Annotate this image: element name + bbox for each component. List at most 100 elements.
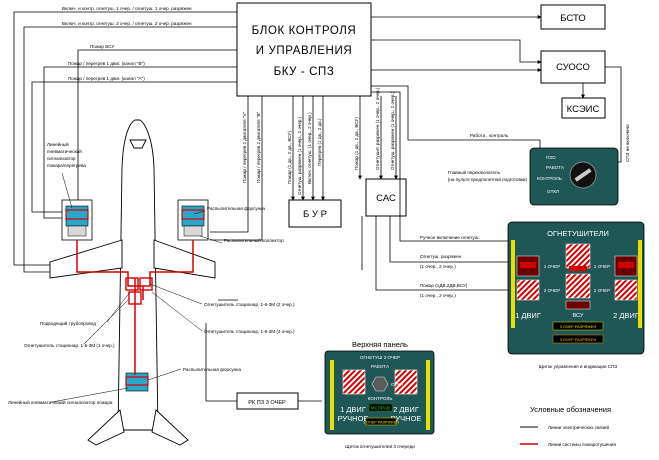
vlabel-bur-1: Пожар (1 дв., 2 дв., ВСУ) <box>287 131 292 184</box>
extinguish-pipelines <box>76 240 194 375</box>
box-suoso: СУОСО <box>540 50 606 84</box>
ext-2m-label: Огнетушитель стационар, 1-6-2М (3 очер.) <box>204 329 295 334</box>
rk-box: РК ПЗ 3 ОЧЕР <box>236 392 299 410</box>
suoso-label: СУОСО <box>556 62 590 73</box>
box-bsto: БСТО <box>540 4 606 30</box>
signal-fire-2: (1 очер., 2 очер.) <box>420 293 456 298</box>
toggle-switch-icon[interactable] <box>371 376 389 392</box>
pipeline-label: Подводящий трубопровод <box>40 320 96 326</box>
detector-label-1: Линейный <box>47 141 69 147</box>
signal-3: Пожар ВСУ <box>90 44 114 49</box>
third-panel-right-1: 2 ДВИГ <box>393 405 419 414</box>
third-panel-green: ИСПРАВ <box>371 406 390 411</box>
signal-discharged-1: Огнетуш. разряжен <box>420 254 462 259</box>
third-panel-yellow: 3 ОЧЕР РАЗРЯЖЕН <box>363 421 399 425</box>
ext-2-stage2-button[interactable] <box>614 279 638 301</box>
nozzle-ring-label: Распылительная форсунка <box>207 206 265 211</box>
nozzle-collector-label: Распылительный коллектор <box>224 237 284 243</box>
right-signal-labels: Работа , контроль Ручное включение огнет… <box>420 133 509 298</box>
box-ksais: КСЭИС <box>561 97 606 119</box>
signal-5: Пожар / перегрев 1 двиг. (канал "А") <box>68 76 145 81</box>
leader-lines <box>51 172 223 403</box>
detector-tail-label: Линейный пневматический сигнализатор пож… <box>8 399 113 405</box>
left-signal-labels: Включ. и контр. огнетуш. 1 очер. / огнет… <box>62 6 192 81</box>
switch-off: ОТКЛ <box>547 189 559 194</box>
apu-tail <box>125 372 149 392</box>
control-unit-line3: БКУ - СПЗ <box>274 66 335 78</box>
rk-label: РК ПЗ 3 ОЧЕР <box>248 400 286 406</box>
ext-panel-q1-right: 1 ОЧЕР <box>594 264 611 269</box>
ext-panel-amber: 3 ОЧЕР РАЗРЯЖЕН <box>560 337 597 342</box>
vlabel-spz-off: СПЗ не включено <box>625 124 630 162</box>
bsto-label: БСТО <box>560 13 585 24</box>
aircraft-labels: Линейный пневматический сигнализатор пож… <box>8 141 295 405</box>
vertical-labels: Пожар / перегрев 2 двигателя "V" Пожар /… <box>242 87 630 195</box>
vlabel-engine2-b: Пожар / перегрев 2 двигателя "В" <box>256 111 261 183</box>
box-sas: САС <box>365 178 407 217</box>
ext-1-stage2-button[interactable] <box>516 279 540 301</box>
legend-title: Условные обозначения <box>530 405 611 414</box>
ext-panel-q1-left: 1 ОЧЕР <box>544 264 561 269</box>
detector-label-3: сигнализатор <box>47 156 76 161</box>
signal-fire-1: Пожар (1ДВ,2ДВ,ВСУ) <box>420 283 468 288</box>
legend-electric: Линии электрических связей <box>548 424 609 430</box>
detector-label-2: пневматический <box>47 148 82 154</box>
switch-work: РАБОТА <box>546 165 565 170</box>
legend-extinguish: Линии системы пожаротушения <box>548 442 616 447</box>
switch-caption-1: Главный переключатель <box>448 169 501 175</box>
left-manual-button[interactable] <box>342 369 366 395</box>
electrical-lines <box>13 11 622 402</box>
signal-discharged-2: (1 очер., 2 очер.) <box>420 264 456 269</box>
vlabel-sas-1: Пожар (1 дв., 2 дв., ВСУ) <box>354 117 359 170</box>
legend: Условные обозначения Линии электрических… <box>520 405 616 447</box>
sas-label: САС <box>376 193 396 204</box>
vsu-stage1-button[interactable] <box>565 243 591 269</box>
switch-spz: ПЗО <box>546 155 556 160</box>
switch-control: КОНТРОЛЬ <box>537 176 562 181</box>
third-panel-work: РАБОТА <box>371 364 390 369</box>
third-stage-panel: Верхняя панель ОГНЕТУШ 3 ОЧЕР РАБОТА ОТК… <box>324 340 435 449</box>
bur-label: Б У Р <box>303 209 327 220</box>
signal-work-control: Работа , контроль <box>470 133 509 138</box>
third-panel-right-2: РУЧНОЕ <box>391 414 422 423</box>
ext-panel-q2-right: 2 ОЧЕР <box>594 288 611 293</box>
vlabel-sas-2: Огнетушит. разряжен (1 очер., 2 очер.) <box>375 87 380 170</box>
third-panel-caption: Щиток огнетушителей 3 очереди <box>345 443 415 449</box>
switch-caption-2: (на пульте предполетной подготовки) <box>448 176 528 182</box>
ext-panel-left: 1 ДВИГ <box>515 311 541 320</box>
vsu-stage2-button[interactable] <box>565 273 591 299</box>
third-panel-control: КОНТРОЛЬ <box>368 396 393 401</box>
ext-panel-right: 2 ДВИГ <box>613 311 639 320</box>
ext-panel-q2-left: 2 ОЧЕР <box>544 288 561 293</box>
vlabel-bur-4: Перегрев (1 дв., 2 дв.) <box>317 118 322 166</box>
control-unit: БЛОК КОНТРОЛЯ И УПРАВЛЕНИЯ БКУ - СПЗ <box>236 2 372 97</box>
ext-panel-title: ОГНЕТУШИТЕЛИ <box>547 229 609 238</box>
nozzle-tail-label: Распылительная форсунка <box>183 367 241 372</box>
signal-4: Пожар / перегрев 1 двиг. (канал "В") <box>68 61 145 66</box>
main-switch-panel: ПЗО РАБОТА КОНТРОЛЬ ОТКЛ Главный переклю… <box>448 147 619 206</box>
ext-panel-yellow: 3 ОЧЕР РАЗРЯЖЕН <box>560 324 597 329</box>
signal-1: Включ. и контр. огнетуш. 1 очер. / огнет… <box>62 6 192 11</box>
ksais-label: КСЭИС <box>567 104 600 115</box>
engine-right <box>177 199 209 241</box>
signal-2: Включ. и контр. огнетуш. 2 очер. / огнет… <box>62 21 192 26</box>
extinguisher-panel: ОГНЕТУШИТЕЛИ 1 ОЧЕР 2 ОЧЕР 1 ОЧЕР 2 ОЧЕР… <box>507 221 645 369</box>
ext-left-label: Огнетушитель стационар. 1-6-3М (1 очер.) <box>24 343 115 348</box>
vlabel-engine2-v: Пожар / перегрев 2 двигателя "V" <box>242 111 247 183</box>
third-panel-title: ОГНЕТУШ 3 ОЧЕР <box>360 355 400 360</box>
control-unit-line2: И УПРАВЛЕНИЯ <box>256 45 352 57</box>
detector-label-4: пожара/перегрева <box>47 163 86 168</box>
vlabel-bur-2: Огнетуш. разряжен (1 очер., 2 очер.) <box>297 116 302 195</box>
vlabel-bur-3: Включ. огнетуш. (1 очер., 2 очер.) <box>307 112 312 184</box>
right-manual-button[interactable] <box>394 369 418 395</box>
control-unit-line1: БЛОК КОНТРОЛЯ <box>252 25 357 37</box>
vlabel-sas-3: Огнетуш. разряжен (1 очер., 2 очер.) <box>390 91 395 170</box>
engine-left <box>61 199 93 241</box>
box-bur: Б У Р <box>288 199 342 228</box>
ext-panel-caption: Щиток управления и индикации СПЗ <box>539 364 618 369</box>
third-panel-left-1: 1 ДВИГ <box>340 405 366 414</box>
third-panel-off: ОТКЛ <box>391 382 403 387</box>
ext-3m-label: Огнетушитель стационар, 1-6-3М (2 очер.) <box>204 302 295 307</box>
